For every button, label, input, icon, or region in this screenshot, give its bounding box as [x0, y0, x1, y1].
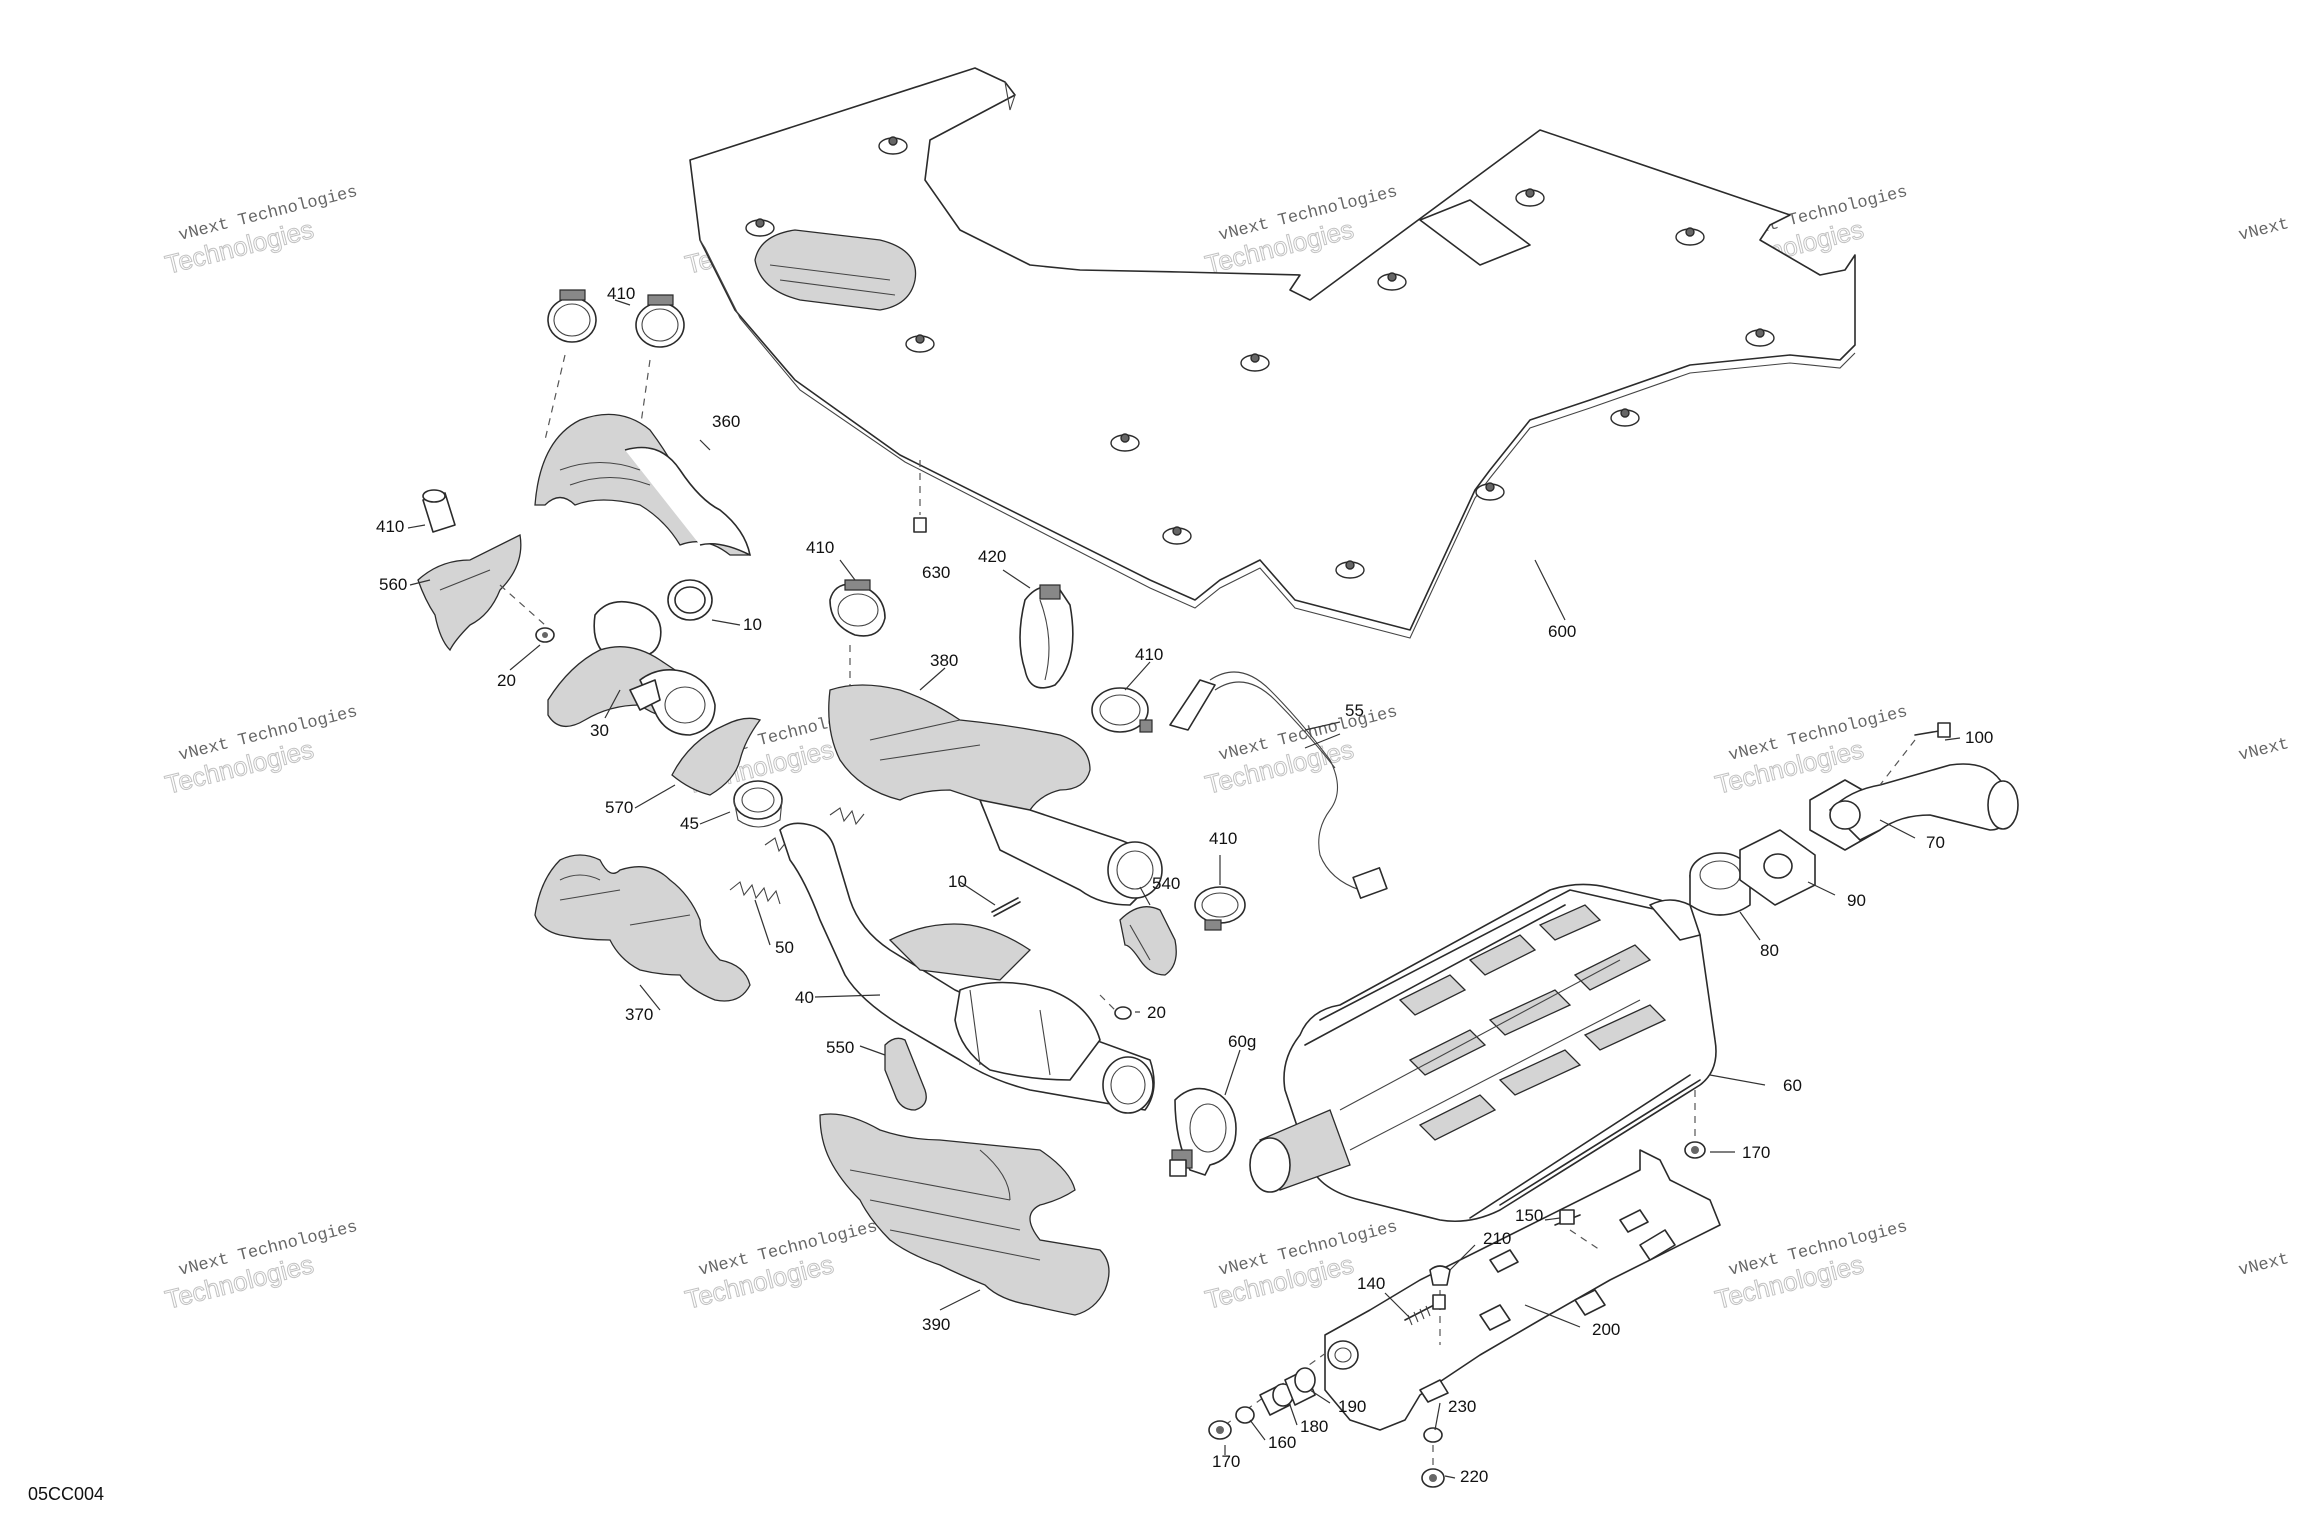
callout-410: 410 [376, 517, 404, 536]
callout-70: 70 [1926, 833, 1945, 852]
callout-45: 45 [680, 814, 699, 833]
ring-45 [733, 780, 783, 828]
callout-180: 180 [1300, 1417, 1328, 1436]
clamp-410-lower [1194, 886, 1246, 931]
diagram-reference-id: 05CC004 [28, 1484, 104, 1504]
callout-630: 630 [922, 563, 950, 582]
nut-170-top [1684, 1090, 1706, 1159]
watermark-text: vNext [2237, 215, 2291, 246]
callout-380: 380 [930, 651, 958, 670]
callout-370: 370 [625, 1005, 653, 1024]
callout-210: 210 [1483, 1229, 1511, 1248]
heat-shield-390 [819, 1113, 1110, 1316]
tail-pipe-70 [1809, 763, 2019, 851]
callout-60g: 60g [1228, 1032, 1256, 1051]
muffler-60 [1249, 883, 1717, 1223]
bolt-100 [1879, 722, 1951, 786]
skid-plate-600 [689, 67, 1856, 639]
callout-20: 20 [1147, 1003, 1166, 1022]
callout-390: 390 [922, 1315, 950, 1334]
callout-40: 40 [795, 988, 814, 1007]
screw-630 [913, 460, 927, 533]
nut-230 [1423, 1427, 1443, 1443]
callout-60: 60 [1783, 1076, 1802, 1095]
callout-80: 80 [1760, 941, 1779, 960]
clamp-410-mid [829, 579, 886, 690]
callout-190: 190 [1338, 1397, 1366, 1416]
callout-150: 150 [1515, 1206, 1543, 1225]
rivet-210 [1429, 1265, 1451, 1345]
callout-200: 200 [1592, 1320, 1620, 1339]
callout-170: 170 [1742, 1143, 1770, 1162]
manifold-30 [547, 600, 716, 736]
heat-shield-560 [417, 534, 522, 652]
heat-shield-370 [534, 854, 751, 1002]
oxygen-sensor-55 [1169, 671, 1388, 899]
clamps-410-top [544, 289, 685, 441]
callout-600: 600 [1548, 622, 1576, 641]
nut-20-lower [1099, 994, 1132, 1020]
nut-220 [1421, 1445, 1445, 1488]
gasket-90 [1739, 829, 1816, 906]
nut-20-top [499, 584, 555, 643]
callout-410: 410 [806, 538, 834, 557]
heat-shield-550 [884, 1037, 927, 1111]
watermark-text: vNext [2237, 1250, 2291, 1281]
callout-560: 560 [379, 575, 407, 594]
bolt-140 [1404, 1294, 1446, 1326]
catalyst-380 [828, 684, 1163, 906]
callout-20: 20 [497, 671, 516, 690]
watermark-text: vNext [2237, 735, 2291, 766]
callout-30: 30 [590, 721, 609, 740]
clamp-410-right [1091, 687, 1153, 733]
bolt-150 [1554, 1209, 1601, 1251]
callout-140: 140 [1357, 1274, 1385, 1293]
hose-410-left [422, 489, 456, 533]
callout-100: 100 [1965, 728, 1993, 747]
callout-360: 360 [712, 412, 740, 431]
callout-labels: 600 630 410 360 410 560 10 20 30 570 45 … [376, 284, 1993, 1486]
clamp-60g [1169, 1087, 1237, 1177]
callout-90: 90 [1847, 891, 1866, 910]
callout-410: 410 [1135, 645, 1163, 664]
skid-plate-fasteners [745, 136, 1775, 579]
callout-540: 540 [1152, 874, 1180, 893]
bracket-540 [1119, 906, 1177, 976]
callout-230: 230 [1448, 1397, 1476, 1416]
callout-10: 10 [743, 615, 762, 634]
callout-50: 50 [775, 938, 794, 957]
bolt-10-mid [991, 897, 1021, 917]
callout-170: 170 [1212, 1452, 1240, 1471]
clamp-420 [1019, 584, 1074, 689]
callout-410: 410 [1209, 829, 1237, 848]
mid-pipe-40 [779, 822, 1155, 1114]
callout-220: 220 [1460, 1467, 1488, 1486]
leader-lines [407, 299, 1961, 1479]
callout-10: 10 [948, 872, 967, 891]
callout-410: 410 [607, 284, 635, 303]
callout-570: 570 [605, 798, 633, 817]
bracket-200 [1324, 1149, 1721, 1431]
gasket-10-top [667, 579, 713, 621]
callout-160: 160 [1268, 1433, 1296, 1452]
callout-420: 420 [978, 547, 1006, 566]
callout-55: 55 [1345, 701, 1364, 720]
callout-550: 550 [826, 1038, 854, 1057]
heat-shield-570 [671, 717, 762, 796]
heat-shield-360 [534, 413, 752, 556]
